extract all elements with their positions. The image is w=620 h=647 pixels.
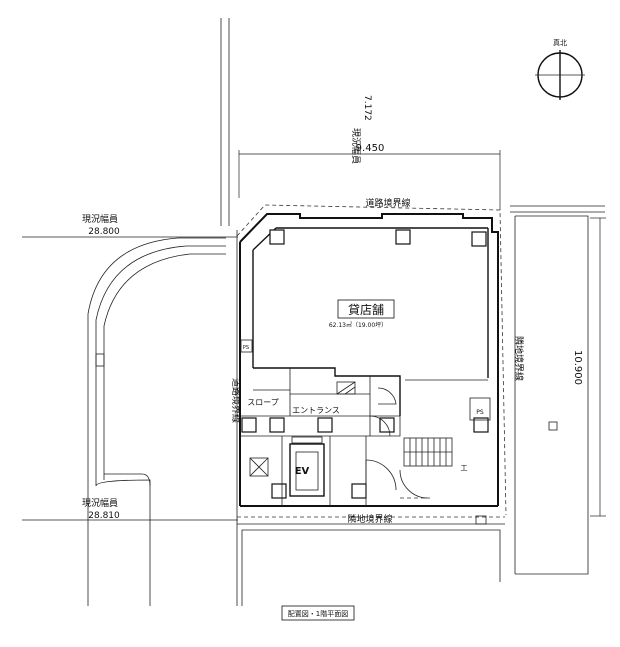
bottom-neighbor-lot [237,515,505,606]
elevator-shaft [289,436,325,497]
building-outline [239,213,499,507]
curved-road-edges [87,237,226,606]
door-swings [365,387,430,499]
right-dimension-value: 10.900 [572,350,583,385]
slope-label: スロープ [247,398,279,407]
road-boundary-left-label: 道路境界線 [230,378,242,423]
neighbor-boundary-right-label: 隣地境界線 [513,336,525,381]
top-dimension-value: 9.450 [356,143,385,154]
caption-text: 配置図・1階平面図 [288,609,348,618]
columns [241,229,489,499]
top-road-width-label: 現況幅員 [350,128,362,164]
top-road [220,18,230,226]
shop-name: 貸店舗 [348,302,384,317]
entrance-label: エントランス [292,406,340,415]
left-road-lower-value: 28.810 [88,511,120,521]
right-dimension-line [590,217,606,517]
shop-name-box [337,299,395,319]
north-compass: 真北 [535,38,585,100]
right-neighbor-lot [510,205,605,575]
left-road-upper-value: 28.800 [88,227,120,237]
ps-left-box [240,339,253,353]
left-road-lower-label: 現況幅員 [82,497,118,509]
top-dimension-line [238,150,501,210]
elevator-label: EV [295,466,310,477]
top-road-width-value: 7.172 [362,95,372,121]
utility-label: 工 [461,464,468,472]
vent-box [249,457,269,477]
interior-walls [240,367,491,506]
ps-left-label: PS [243,345,249,351]
site-boundary [236,204,507,516]
left-road-upper-label: 現況幅員 [82,213,118,225]
caption-box [281,605,355,621]
road-boundary-top-label: 道路境界線 [365,197,410,209]
neighbor-boundary-bottom-label: 隣地境界線 [347,513,392,525]
ps-right-label: PS [476,409,484,416]
shop-area: 62.13㎡（19.00坪） [329,321,387,329]
stairs [403,437,453,467]
compass-label: 真北 [553,38,567,47]
